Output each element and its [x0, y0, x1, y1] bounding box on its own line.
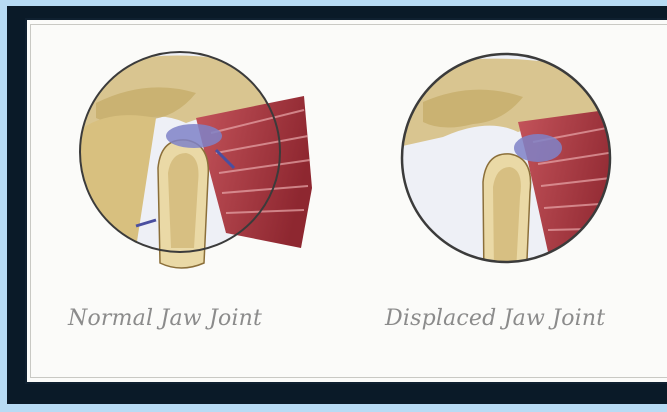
caption-normal-jaw-joint: Normal Jaw Joint [68, 306, 262, 331]
normal-jaw-joint-illustration [76, 48, 316, 288]
disc-shape [166, 124, 222, 148]
caption-displaced-jaw-joint: Displaced Jaw Joint [385, 306, 605, 331]
displaced-jaw-joint-illustration [398, 52, 628, 282]
